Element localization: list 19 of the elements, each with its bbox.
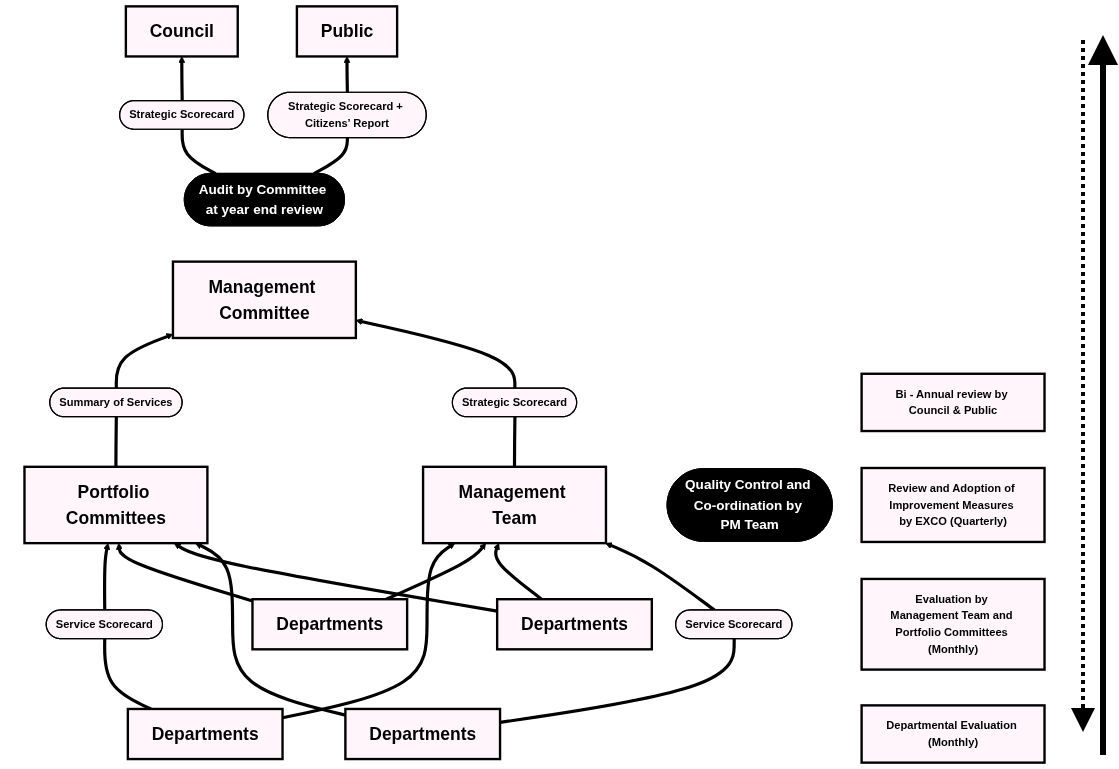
node-box: Portfolio Committees: [23, 465, 209, 545]
arrow: [178, 56, 186, 102]
node-box: Public: [295, 5, 399, 58]
arrow: [343, 56, 351, 93]
node-box: Departmental Evaluation (Monthly): [860, 704, 1046, 764]
connector: [512, 417, 517, 467]
node-box: Departments: [344, 707, 502, 761]
node-box: Evaluation by Management Team and Portfolio Committees (Monthly): [860, 577, 1046, 671]
arrow: [114, 333, 174, 389]
node-box: Departments: [495, 598, 653, 651]
node-box: Council: [124, 5, 239, 58]
node-box: Management Committee: [171, 260, 358, 340]
node-box: Bi - Annual review by Council & Public: [860, 372, 1046, 433]
node-box: Management Team: [421, 465, 608, 545]
connector: [114, 417, 118, 467]
node-box: Review and Adoption of Improvement Measures by EXCO (Quarterly): [860, 466, 1046, 544]
arrow: [355, 318, 517, 389]
node-box: Departments: [251, 598, 409, 651]
node-box: Departments: [126, 707, 284, 761]
